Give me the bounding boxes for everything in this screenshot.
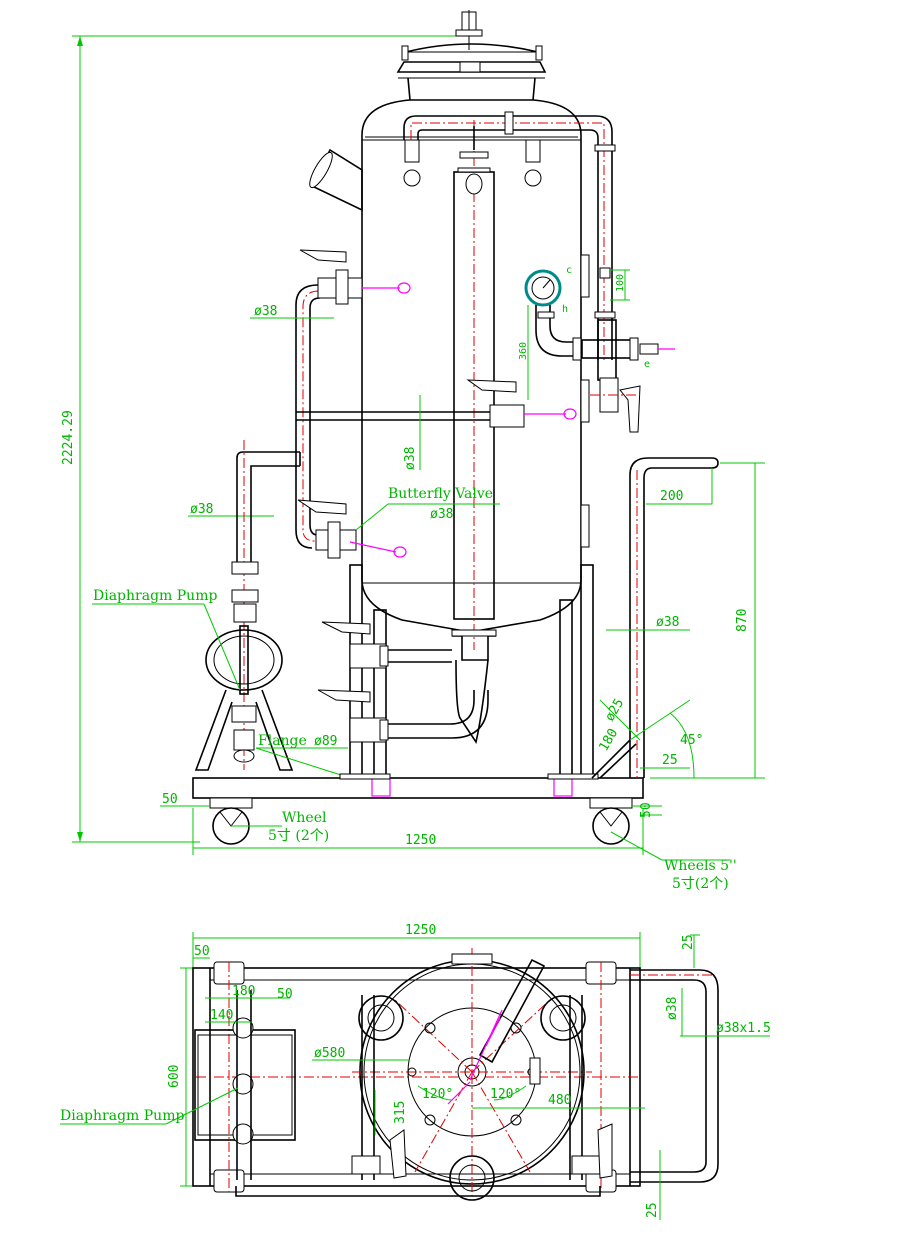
top-depth-label: 600: [167, 1065, 182, 1088]
tank-legs: [317, 564, 594, 776]
top-d580-label: ø580: [314, 1046, 345, 1061]
d38-left-label: ø38: [190, 502, 213, 517]
top-piping: [403, 111, 616, 360]
front-dimension-labels: ø38 ø38 ø38 Butterfly Valve ø38: [188, 304, 500, 531]
pressure-gauge: [524, 269, 562, 307]
tank-lid: [396, 10, 547, 101]
top-d50b-label: 50: [277, 987, 293, 1002]
gauge-pitch-label: 100: [615, 274, 626, 292]
butterfly-d38-label: ø38: [430, 507, 453, 522]
top-inner-dimensions: ø580 120° 120° 480 315: [312, 1046, 645, 1135]
angle-left-label: 120°: [422, 1087, 453, 1102]
e-mark: e: [644, 359, 650, 370]
angle-right-label: 120°: [490, 1087, 521, 1102]
top-handle: ø38 25 ø38x1.5 25: [630, 934, 771, 1220]
wheel-label: Wheel: [282, 810, 327, 826]
inclined-nozzle: [309, 148, 363, 212]
wheels-right-label: Wheels 5'': [664, 858, 737, 874]
c-mark: c: [566, 265, 572, 276]
top-d180-label: 180: [232, 984, 255, 999]
wheels: [209, 797, 633, 845]
top-width-label: 1250: [405, 923, 436, 938]
flange-d89-label: ø89: [314, 734, 337, 749]
wheels-right-spec-label: 5寸(2个): [672, 876, 729, 892]
base-frame: [192, 739, 644, 799]
handle-d38-label: ø38: [656, 615, 679, 630]
d38-upper-label: ø38: [254, 304, 277, 319]
gauge-drop-label: 360: [518, 342, 529, 360]
diaphragm-pump-label: Diaphragm Pump: [93, 588, 217, 604]
top-diaphragm-pump-label: Diaphragm Pump: [60, 1108, 184, 1124]
h-mark: h: [562, 304, 568, 315]
d25-label: ø25: [602, 696, 627, 724]
brace-label: 180: [596, 726, 621, 754]
top-handle-d38-label: ø38: [665, 997, 680, 1020]
top-d315-label: 315: [393, 1101, 408, 1124]
top-width-dimension: 1250 50 600: [167, 923, 641, 1187]
d25-offset-label: 25: [662, 753, 678, 768]
tube-spec-label: ø38x1.5: [716, 1021, 771, 1036]
top-d50-label: 50: [194, 944, 210, 959]
front-width-label: 1250: [405, 833, 436, 848]
overall-height-dimension: 2224.29: [61, 35, 470, 843]
angle-label: 45°: [680, 733, 703, 748]
top-d25-bottom-label: 25: [645, 1202, 660, 1218]
d38-vertical-label: ø38: [403, 447, 418, 470]
push-handle: 200 870 ø38 ø25 180 45° 25: [596, 457, 765, 779]
top-view: 1250 50 600: [60, 923, 771, 1220]
handle-height-label: 870: [735, 609, 750, 632]
wheel-spec-label: 5寸 (2个): [268, 828, 329, 844]
handle-reach-label: 200: [660, 489, 683, 504]
front-bottom-dimensions: 50 50 1250 Wheel 5寸 (2个) Wheels 5'' 5寸(2…: [160, 792, 737, 892]
top-frame: [192, 961, 641, 1193]
top-diaphragm-pump: 180 50 140 Diaphragm Pump: [60, 984, 296, 1180]
top-valves: [235, 1123, 613, 1197]
left-offset-label: 50: [162, 792, 178, 807]
overall-height-label: 2224.29: [61, 410, 76, 465]
tank-body: [361, 99, 582, 650]
left-piping: [295, 249, 577, 559]
flange-label: Flange: [258, 733, 307, 749]
flange-annotation: Flange ø89: [255, 733, 348, 777]
front-view: 2224.29: [61, 10, 765, 892]
right-fittings: c h e 360 100: [518, 254, 675, 548]
butterfly-valve-label: Butterfly Valve: [388, 486, 493, 502]
right-offset-label: 50: [639, 802, 654, 818]
diaphragm-pump: Diaphragm Pump: [92, 561, 294, 771]
top-d480-label: 480: [548, 1093, 571, 1108]
top-d140-label: 140: [210, 1008, 233, 1023]
top-vessel: [352, 948, 592, 1201]
top-d25-label: 25: [681, 934, 696, 950]
